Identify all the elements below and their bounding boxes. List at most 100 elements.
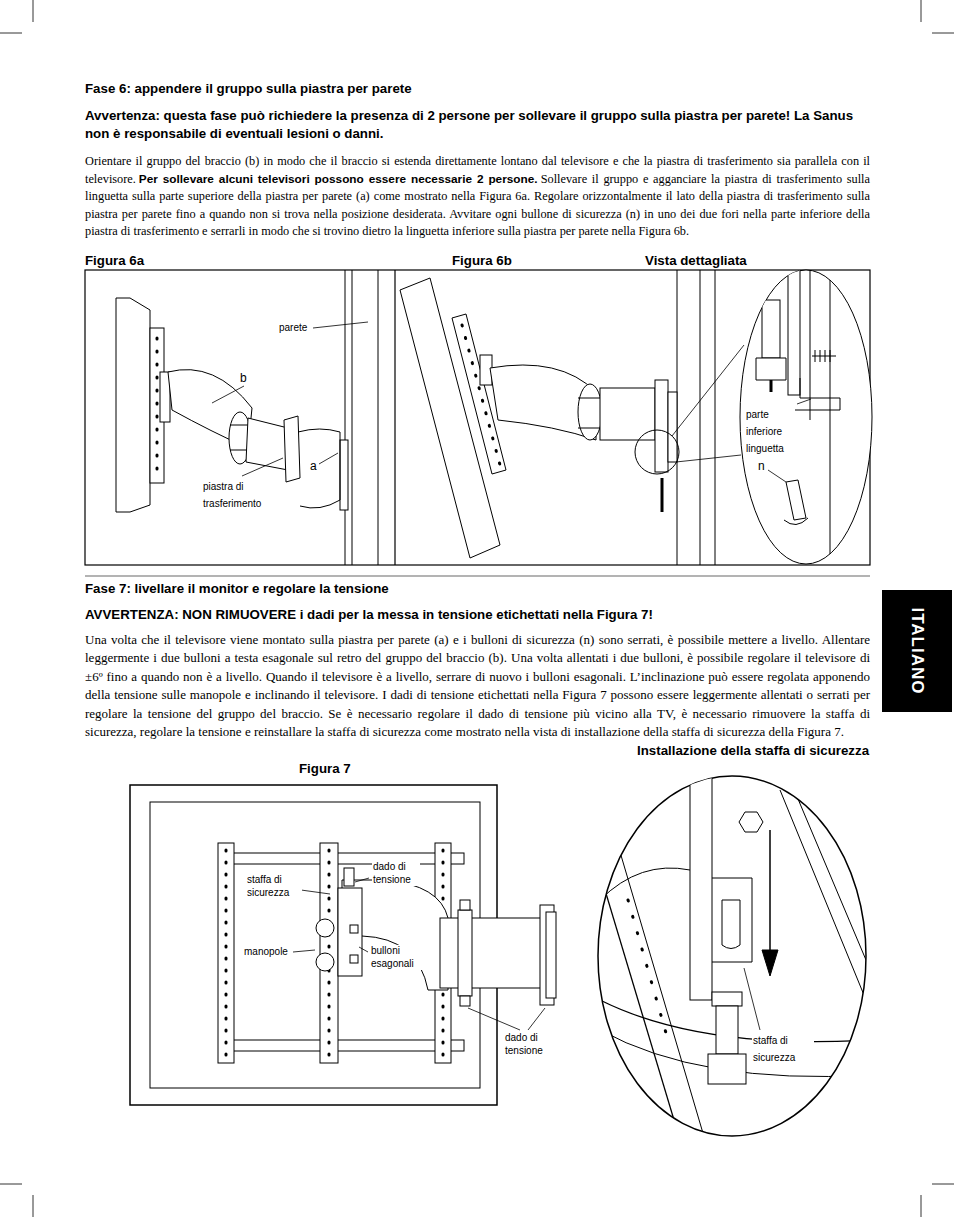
figure-6b-part bbox=[661, 478, 664, 512]
figure-7-part bbox=[546, 912, 556, 998]
figure-7-part bbox=[350, 955, 358, 963]
figure-6a-part bbox=[246, 418, 288, 470]
figure-frame-part bbox=[85, 576, 870, 577]
detail-view-6b-part-part bbox=[784, 518, 808, 525]
figure-7-part bbox=[355, 878, 369, 882]
figure-6b-part bbox=[715, 270, 716, 565]
figure-7-part bbox=[225, 850, 228, 1056]
detail-view-7-part-part bbox=[762, 950, 778, 976]
part-label: piastra di trasferimento bbox=[203, 478, 267, 512]
figure-7-part bbox=[460, 996, 470, 1006]
step-heading: Fase 7: livellare il monitor e regolare … bbox=[85, 581, 389, 597]
detail-view: Vista dettagliataparte inferiore linguet… bbox=[740, 270, 872, 565]
warning: AVVERTENZA: NON RIMUOVERE i dadi per la … bbox=[85, 607, 653, 623]
figure-6b-part bbox=[676, 455, 741, 462]
figure-7-part bbox=[293, 950, 315, 952]
detail-view-7-part-part bbox=[722, 900, 740, 949]
crop-marks-part bbox=[932, 33, 954, 34]
figure-6b-part bbox=[578, 398, 602, 399]
part-label: parte inferiore linguetta bbox=[746, 406, 792, 457]
part-label: parete bbox=[278, 322, 308, 335]
detail-view-7-part-part bbox=[716, 1006, 738, 1054]
figure-6a-part bbox=[212, 386, 244, 403]
figure-7-part bbox=[338, 888, 362, 976]
detail-view-7-part bbox=[590, 770, 870, 1140]
paragraph: Orientare il gruppo del braccio (b) in m… bbox=[85, 153, 870, 241]
figure-7 bbox=[130, 785, 556, 1105]
figure-7-part bbox=[440, 918, 544, 988]
detail-view-6b-part-part bbox=[810, 265, 811, 420]
figure-6a-part bbox=[378, 270, 379, 565]
figure-6a-part bbox=[340, 440, 348, 510]
detail-view-7-part-part bbox=[690, 770, 712, 1000]
detail-view-6b-part-part bbox=[768, 470, 786, 482]
crop-marks-part bbox=[0, 1184, 22, 1185]
crop-marks-part bbox=[932, 1184, 954, 1185]
detail-view-7-part-part bbox=[744, 968, 760, 1030]
figure-7-part bbox=[222, 853, 464, 864]
detail-view-7 bbox=[590, 770, 870, 1140]
detail-view-6b-part bbox=[740, 270, 872, 564]
figure-6a-part bbox=[230, 425, 250, 426]
figure-6a-part bbox=[352, 270, 353, 565]
part-label: dado di tensione bbox=[504, 1032, 552, 1057]
crop-marks-part bbox=[0, 33, 22, 34]
figure-7-part bbox=[222, 1040, 464, 1051]
figure-6a-part bbox=[298, 429, 340, 508]
callout-letter: a bbox=[310, 459, 317, 473]
detail-view-7-part-part bbox=[769, 830, 771, 952]
figure-7-part bbox=[316, 919, 334, 937]
detail-view-6b bbox=[740, 265, 872, 570]
figure-6b-part bbox=[578, 384, 602, 440]
figure-7-part bbox=[344, 868, 354, 886]
figure-frame-part bbox=[85, 270, 870, 565]
part-label: dado di tensione bbox=[372, 861, 420, 886]
body-text: Una volta che il televisore viene montat… bbox=[85, 631, 870, 741]
detail-view-6b-part-part bbox=[770, 380, 773, 392]
figure-title: Vista dettagliata bbox=[645, 253, 747, 269]
detail-view-7-part-part bbox=[790, 780, 866, 960]
detail-view-7-part-part bbox=[739, 812, 763, 832]
figure-6b-part bbox=[700, 270, 701, 565]
figure-6b-part bbox=[635, 430, 679, 474]
part-label: staffa di sicurezza bbox=[246, 874, 302, 899]
figure-title: Installazione della staffa di sicurezza bbox=[637, 743, 869, 759]
figure-title: Figura 6a bbox=[85, 253, 144, 269]
figure-7-part bbox=[458, 910, 472, 996]
detail-view-6b-part-part bbox=[830, 265, 831, 570]
figure-panel: Figura 6a parete b a piastra di trasferiment… bbox=[85, 250, 395, 565]
step-heading: Fase 6: appendere il gruppo sulla piastr… bbox=[85, 81, 412, 97]
detail-view-6b-part-part bbox=[762, 300, 780, 358]
detail-view-7-part-part bbox=[712, 992, 742, 1006]
crop-marks-part bbox=[33, 1195, 34, 1217]
figure-6b-part bbox=[655, 380, 668, 472]
callout-letter: b bbox=[240, 371, 247, 385]
part-label: staffa di sicurezza bbox=[752, 1032, 814, 1066]
figure-title: Figura 6b bbox=[452, 253, 512, 269]
figure-6a-part bbox=[345, 270, 346, 565]
crop-marks-part bbox=[921, 1195, 922, 1217]
detail-view-6b-part-part bbox=[795, 378, 840, 410]
figure-6b-part bbox=[578, 428, 602, 429]
warning: Avvertenza: questa fase può richiedere l… bbox=[85, 107, 870, 143]
figure-7-part bbox=[460, 900, 470, 910]
detail-view-7-part-part bbox=[628, 900, 668, 1040]
figure-6b-part bbox=[672, 345, 744, 436]
figure-frame-part bbox=[394, 270, 395, 565]
language-tab: ITALIANO bbox=[882, 590, 952, 712]
figure-6a-part bbox=[284, 416, 300, 482]
figure-title: Figura 7 bbox=[299, 761, 351, 777]
bold-note: Per sollevare alcuni televisori possono … bbox=[139, 172, 538, 186]
figure-6b-part bbox=[668, 392, 677, 462]
language-tab-label: ITALIANO bbox=[907, 607, 927, 694]
detail-view-7-part-part bbox=[712, 878, 752, 962]
callout-letter: n bbox=[758, 459, 765, 473]
figure-7-part bbox=[359, 947, 368, 952]
figure-7-part bbox=[316, 953, 334, 971]
detail-view-6b-part-part bbox=[756, 358, 786, 380]
detail-view-7-part bbox=[598, 776, 866, 1136]
figure-7-part bbox=[468, 1008, 520, 1030]
figure-7-part bbox=[301, 890, 330, 894]
